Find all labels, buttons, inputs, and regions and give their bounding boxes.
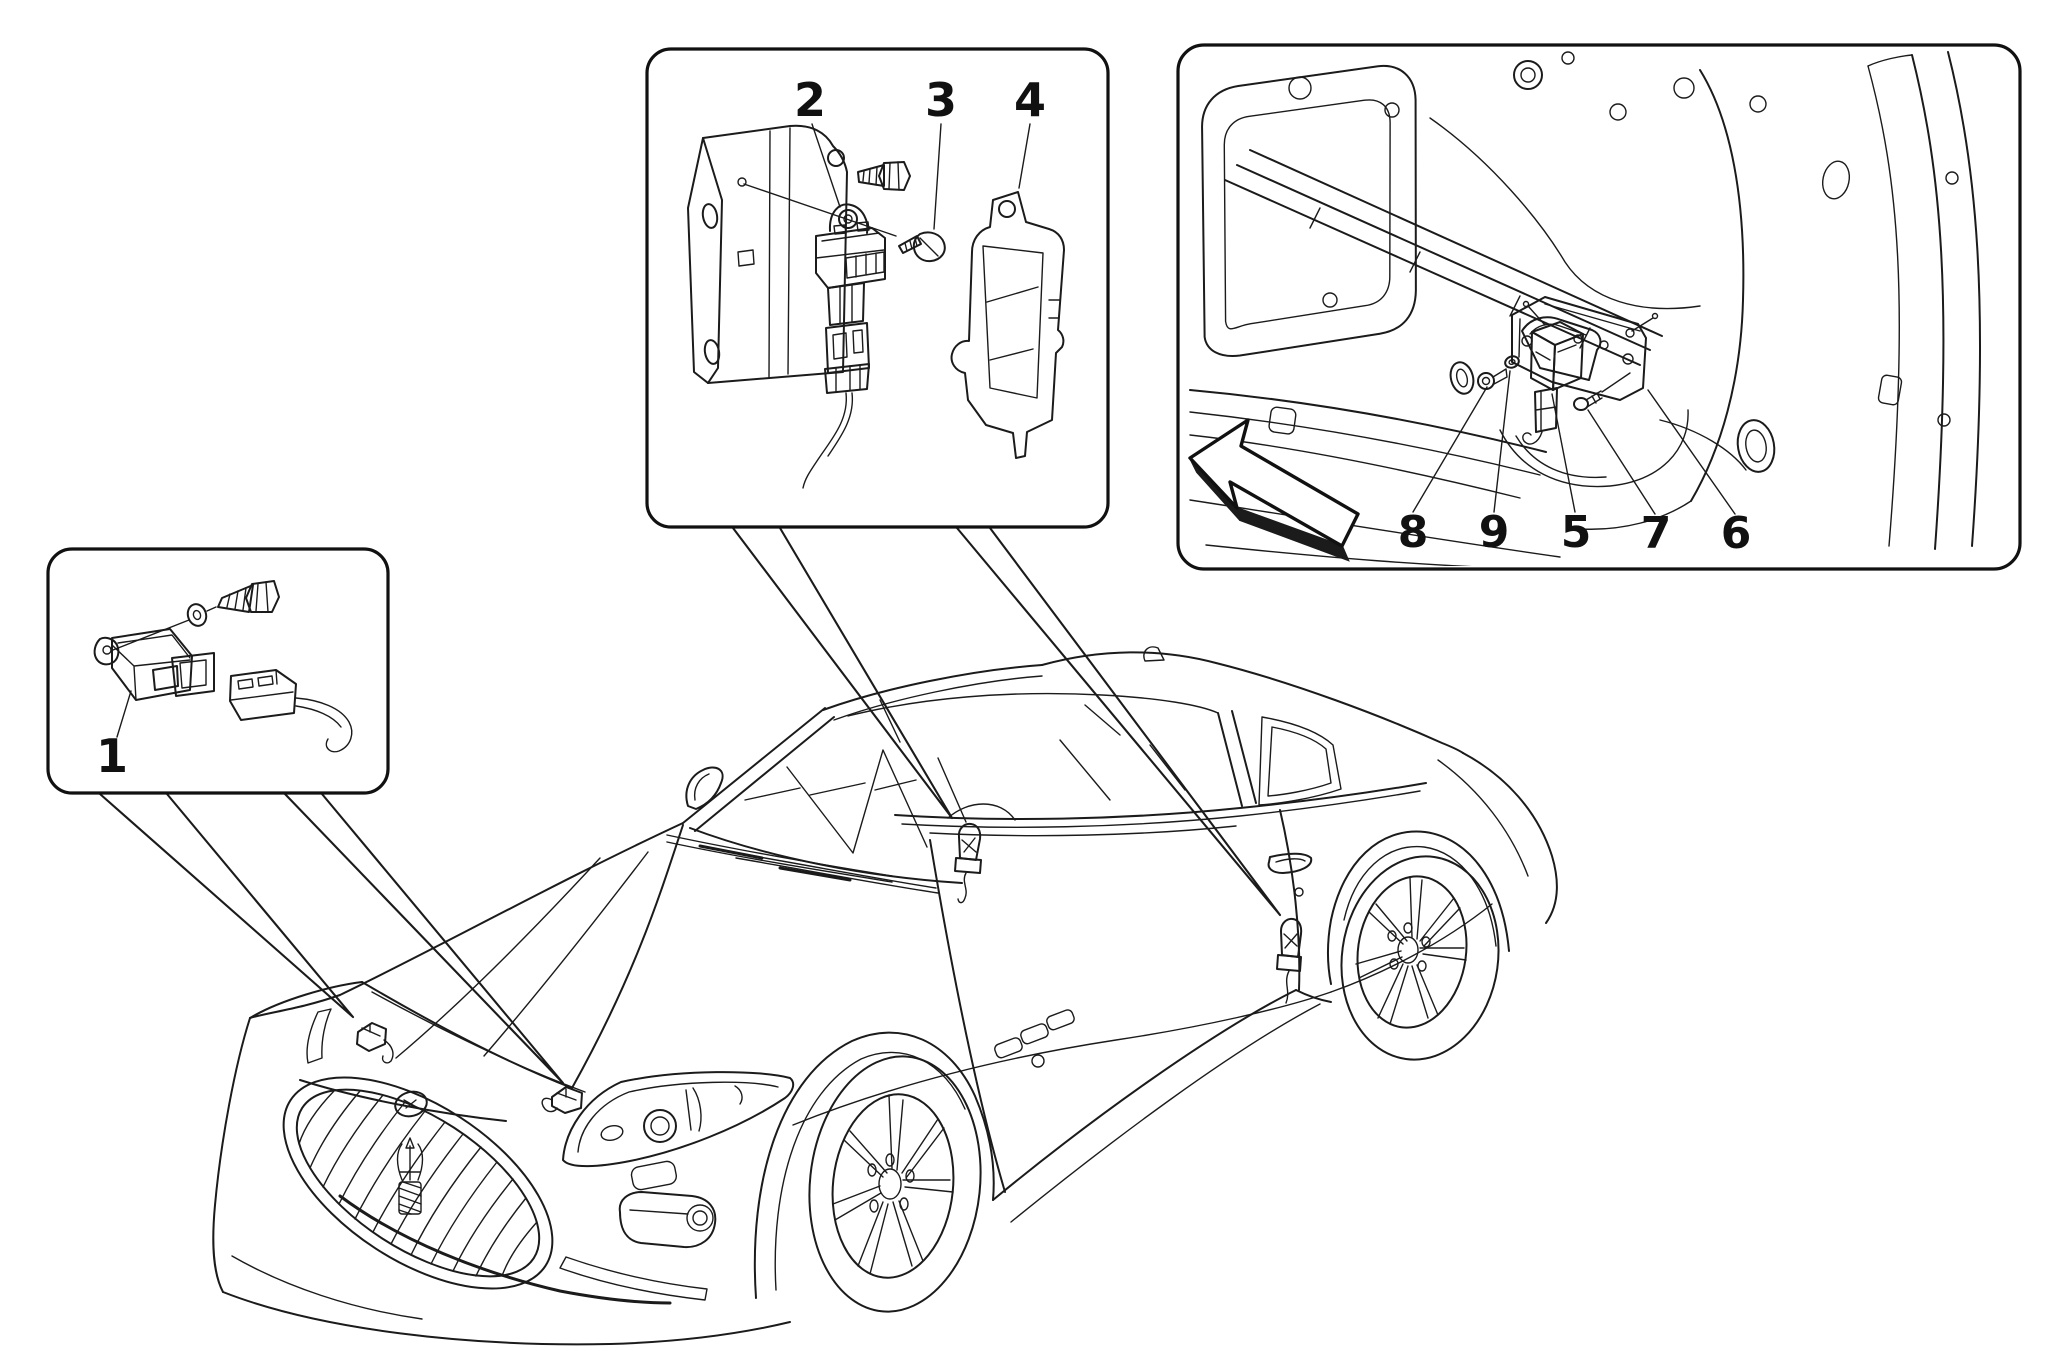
cowl-sensor — [954, 822, 982, 904]
long-bolt-icon — [857, 161, 911, 191]
car-illustration — [212, 646, 1558, 1346]
front-crash-sensor — [93, 628, 215, 701]
direction-arrow-icon — [1188, 418, 1360, 562]
washer-icon — [186, 603, 208, 627]
leader-lines — [98, 526, 1282, 1085]
side-repeater — [630, 1160, 678, 1191]
trident-badge — [396, 1137, 424, 1215]
headlight — [562, 1071, 795, 1168]
part-label-8: 8 — [1398, 507, 1429, 558]
hood-sensor-right — [541, 1086, 583, 1114]
part-label-7: 7 — [1641, 508, 1672, 559]
front-wheel — [808, 1055, 982, 1313]
part-label-6: 6 — [1721, 508, 1752, 559]
part-label-4: 4 — [1014, 73, 1046, 127]
fog-lamp — [618, 1191, 717, 1249]
door-handle — [1267, 852, 1313, 897]
callout-box-front-sensor: 1 — [46, 547, 390, 795]
door-sensor — [1276, 917, 1303, 1004]
mounting-bracket — [687, 124, 848, 384]
rear-wheel — [1340, 855, 1500, 1061]
side-mirror — [685, 766, 724, 810]
sensor-cover — [950, 191, 1065, 459]
connector-plug — [229, 669, 353, 753]
door-inner-panel-art — [1189, 51, 1982, 566]
bracket-crash-sensor — [802, 203, 886, 489]
door-sensor-bracket-assembly — [1477, 296, 1659, 445]
part-label-9: 9 — [1479, 507, 1510, 558]
bolt-icon — [217, 580, 280, 613]
part-label-1: 1 — [96, 729, 128, 783]
part-label-5: 5 — [1561, 507, 1592, 558]
callout-box-door-panel: 8 9 5 7 6 — [1176, 43, 2022, 571]
part-label-2: 2 — [794, 73, 826, 127]
fender-vents — [994, 1009, 1075, 1068]
small-screw-icon — [898, 231, 946, 263]
front-grille — [282, 1076, 554, 1290]
hood-emblem — [394, 1090, 428, 1118]
callout-box-bracket-sensor: 2 3 4 — [645, 47, 1110, 529]
hood-sensor-left — [356, 1022, 394, 1064]
part-label-3: 3 — [925, 73, 957, 127]
